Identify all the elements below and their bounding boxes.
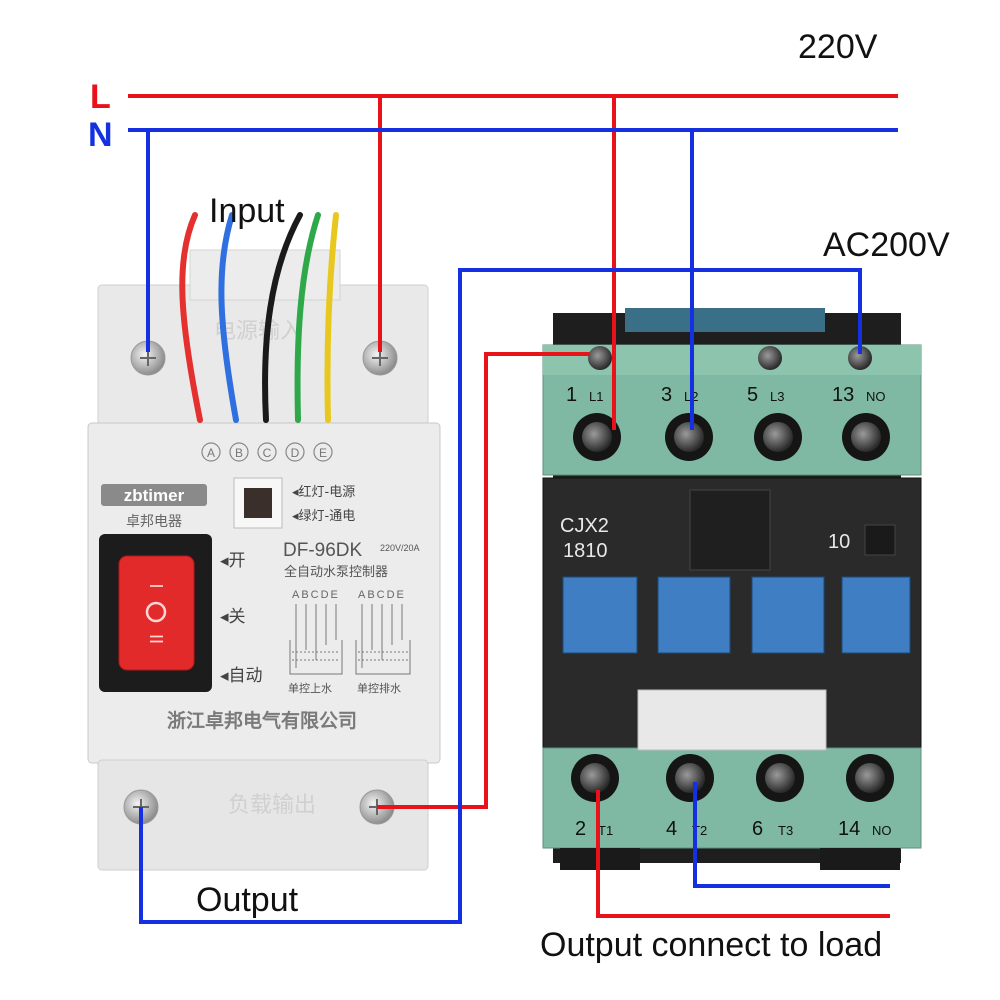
- output-label: Output: [196, 881, 299, 919]
- bottom-terminal-6-sub: T3: [778, 823, 793, 838]
- contact-blocks: [562, 576, 911, 654]
- tank-diagram-fill: [289, 604, 343, 675]
- switch-auto-label: ◂自动: [220, 666, 263, 686]
- rocker-mark-auto: II: [146, 634, 166, 644]
- terminal-d: D: [291, 446, 300, 460]
- mode-drain-label: 单控排水: [357, 681, 401, 695]
- load-neutral: [693, 782, 890, 888]
- bottom-main-screws: [571, 754, 894, 802]
- load-live: [596, 790, 890, 918]
- output-load-label: Output connect to load: [540, 926, 882, 964]
- bottom-terminal-4: 4: [666, 818, 677, 840]
- controller-model: DF-96DK: [283, 540, 363, 561]
- bottom-terminal-2-sub: T1: [598, 823, 613, 838]
- contactor-top-cover: [625, 308, 825, 332]
- bottom-terminal-14-sub: NO: [872, 823, 892, 838]
- abcde-terminals: A B C D E: [201, 442, 333, 462]
- scale-letters-right: ABCDE: [358, 589, 406, 601]
- pump-controller: 电源输入 负载输出 A B C D E zbtimer 卓邦电器: [87, 212, 441, 871]
- rocker-mark-on: I: [146, 583, 166, 588]
- line-l-label: L: [90, 78, 111, 116]
- company-name: 浙江卓邦电气有限公司: [167, 709, 357, 732]
- top-terminal-5-sub: L3: [770, 389, 784, 404]
- coil-voltage-label: AC200V: [823, 226, 950, 264]
- scale-letters-left: ABCDE: [292, 589, 340, 601]
- terminal-e: E: [319, 446, 327, 460]
- controller-screw-top-left: [130, 340, 166, 376]
- red-light-label: ◂红灯-电源: [292, 484, 355, 500]
- live-wires: [128, 94, 898, 918]
- contactor-aux-label: 10: [828, 531, 850, 553]
- rocker-switch: [118, 555, 195, 671]
- rocker-mark-off: [145, 601, 167, 623]
- contactor: 1 L1 3 L2 5 L3 13 NO CJX2 1810 10: [542, 308, 922, 870]
- brand-name: zbtimer: [124, 486, 185, 505]
- top-terminal-3: 3: [661, 384, 672, 406]
- contactor-foot-right: [820, 848, 900, 870]
- top-terminal-1-sub: L1: [589, 389, 603, 404]
- top-terminal-13: 13: [832, 384, 854, 406]
- terminal-a: A: [207, 446, 215, 460]
- terminal-c: C: [263, 446, 272, 460]
- contactor-center-slot: [689, 489, 771, 571]
- controller-output-to-a1: [377, 352, 590, 809]
- controller-bottom-housing: [97, 759, 429, 871]
- bottom-terminal-6: 6: [752, 818, 763, 840]
- top-terminal-13-sub: NO: [866, 389, 886, 404]
- tank-diagram-drain: [355, 604, 411, 675]
- top-terminal-5: 5: [747, 384, 758, 406]
- terminal-b: B: [235, 446, 243, 460]
- controller-name-cn: 全自动水泵控制器: [284, 564, 388, 580]
- bottom-terminal-2: 2: [575, 818, 586, 840]
- contactor-model-line1: CJX2: [560, 515, 609, 537]
- controller-screw-top-right: [362, 340, 398, 376]
- output-mark: 负载输出: [228, 793, 316, 818]
- neutral-wires: [128, 128, 898, 924]
- top-aux-screws: [588, 346, 872, 370]
- input-wires: [179, 212, 339, 423]
- contactor-aux-window: [864, 524, 896, 556]
- contactor-model-line2: 1810: [563, 540, 608, 562]
- top-main-screws: [573, 413, 890, 461]
- green-light-label: ◂绿灯-通电: [292, 509, 355, 524]
- input-label: Input: [209, 192, 285, 230]
- controller-output-to-a2: [139, 268, 862, 924]
- indicator-light: [244, 488, 272, 518]
- contactor-label-strip: [637, 689, 827, 751]
- switch-on-label: ◂开: [220, 551, 246, 571]
- mode-fill-label: 单控上水: [288, 681, 332, 695]
- line-n-label: N: [88, 116, 113, 154]
- input-mark: 电源输入: [214, 319, 302, 344]
- controller-rating: 220V/20A: [380, 543, 420, 553]
- brand-badge: [101, 484, 207, 506]
- bottom-terminal-14: 14: [838, 818, 860, 840]
- top-terminal-1: 1: [566, 384, 577, 406]
- switch-off-label: ◂关: [220, 607, 246, 627]
- brand-name-cn: 卓邦电器: [126, 514, 182, 530]
- controller-top-tab: [189, 249, 341, 301]
- voltage-220v-label: 220V: [798, 28, 878, 66]
